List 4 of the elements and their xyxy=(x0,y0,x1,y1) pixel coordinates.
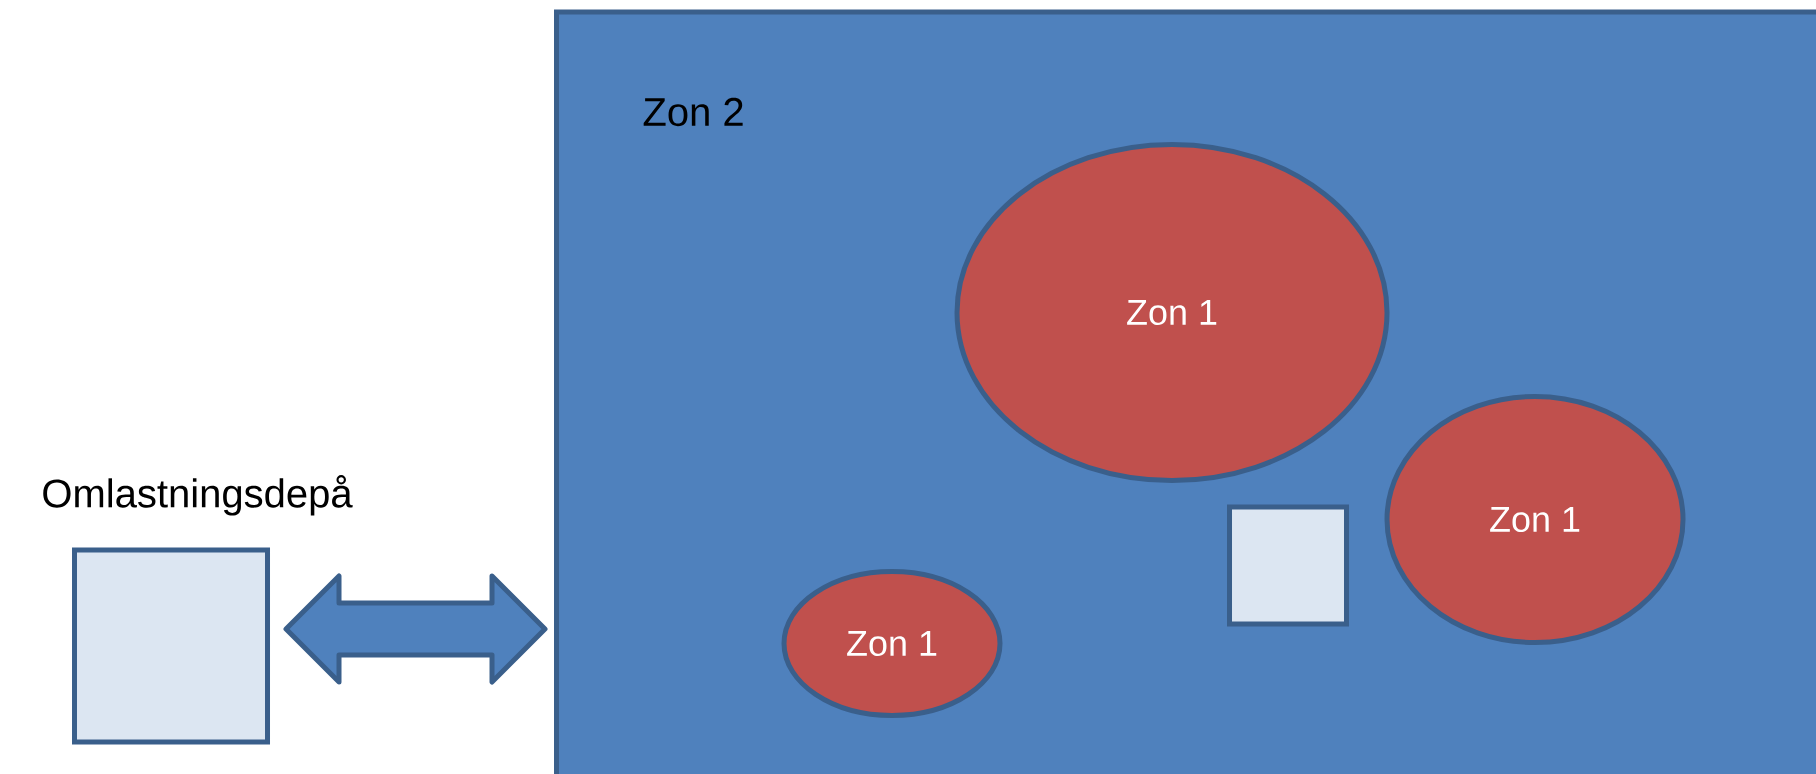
square-box xyxy=(1227,504,1349,627)
square-box: Omlastningsdepå xyxy=(43,475,353,745)
node-label: Omlastningsdepå xyxy=(43,475,353,516)
double-arrow xyxy=(283,573,548,685)
